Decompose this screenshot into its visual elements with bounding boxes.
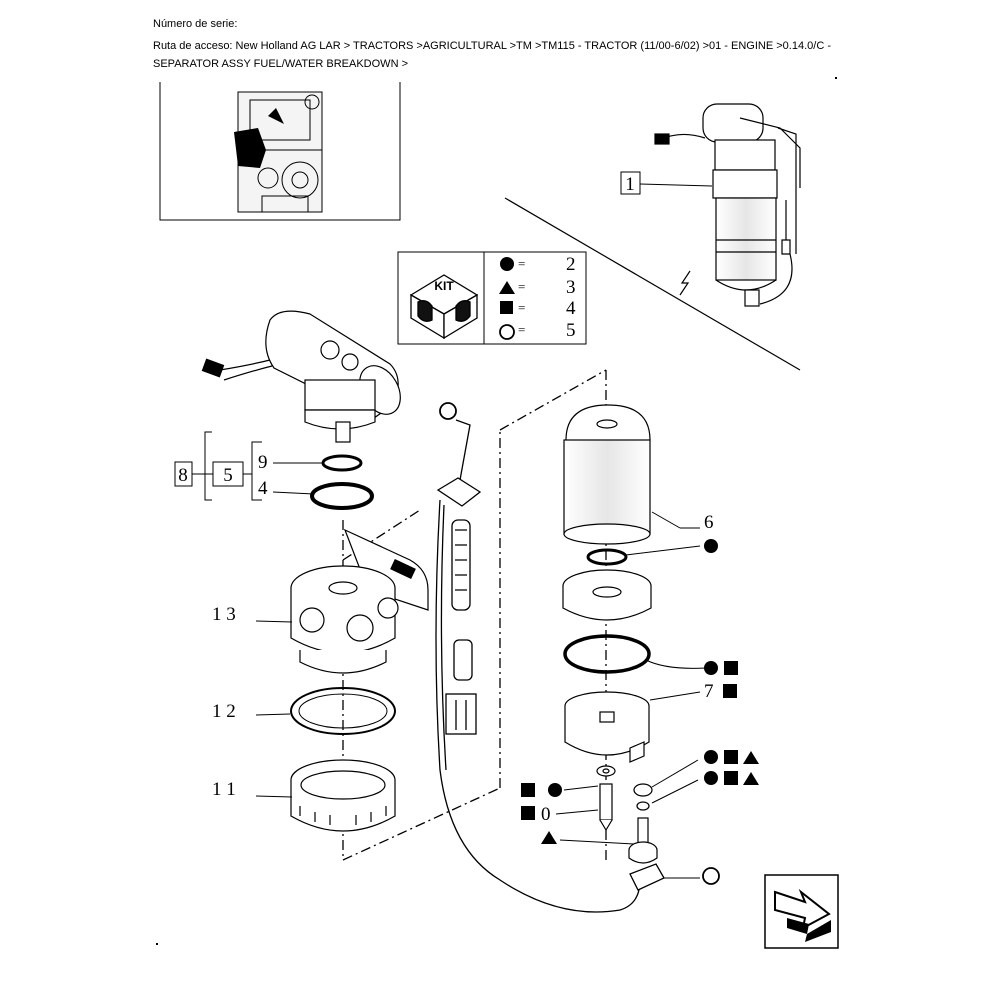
kit-value-4: 5 — [566, 320, 576, 341]
retaining-ring-11 — [290, 759, 396, 832]
filled-circle-icon — [704, 539, 718, 553]
filled-triangle-icon — [743, 772, 759, 785]
bowl-7 — [564, 691, 650, 763]
kit-eq-4: = — [518, 322, 525, 337]
filled-square-icon — [723, 684, 737, 698]
filter-head-13 — [290, 528, 429, 674]
o-ring-9 — [321, 454, 363, 472]
o-ring-element — [586, 548, 628, 566]
callout-12: 1 2 — [212, 701, 236, 722]
filled-circle-icon — [704, 661, 718, 675]
filled-circle-icon — [500, 257, 514, 271]
kit-label: KIT — [434, 279, 454, 293]
kit-eq-2: = — [518, 279, 525, 294]
callout-7: 7 — [704, 681, 714, 702]
serial-number-label: Número de serie: — [153, 18, 238, 30]
kit-value-1: 2 — [566, 254, 576, 275]
filter-element-6 — [563, 404, 651, 545]
filled-square-icon — [500, 301, 513, 314]
open-circle-icon — [702, 867, 720, 885]
wiring-harness — [435, 402, 665, 913]
callout-5: 5 — [223, 465, 233, 486]
callout-11: 1 1 — [212, 779, 236, 800]
next-page-button[interactable] — [764, 874, 839, 949]
callout-box-1 — [620, 171, 641, 195]
filled-square-icon — [724, 661, 738, 675]
kit-eq-1: = — [518, 256, 525, 271]
o-ring-4 — [310, 482, 374, 510]
water-separator-ring — [562, 569, 652, 621]
callout-13: 1 3 — [212, 604, 236, 625]
filled-square-icon — [724, 771, 738, 785]
gasket-12 — [290, 687, 396, 735]
open-circle-icon — [499, 324, 515, 340]
filled-square-icon — [724, 750, 738, 764]
assembly-overview — [504, 103, 801, 371]
kit-box-icon — [409, 274, 479, 340]
fuel-pump-head — [201, 310, 401, 443]
filled-circle-icon — [704, 771, 718, 785]
filled-circle-icon — [548, 783, 562, 797]
highlighted-filter-silhouette — [234, 128, 266, 168]
breadcrumb-path-line1: Ruta de acceso: New Holland AG LAR > TRA… — [153, 40, 831, 52]
filled-circle-icon — [704, 750, 718, 764]
callout-10: 0 — [541, 804, 551, 825]
kit-value-3: 4 — [566, 298, 576, 319]
callout-6: 6 — [704, 512, 714, 533]
filled-square-icon — [521, 783, 535, 797]
engine-thumbnail — [159, 82, 401, 221]
callout-8: 8 — [178, 465, 188, 486]
breadcrumb-path-line2: SEPARATOR ASSY FUEL/WATER BREAKDOWN > — [153, 58, 408, 70]
filled-triangle-icon — [743, 751, 759, 764]
filled-triangle-icon — [499, 281, 515, 294]
open-circle-icon — [439, 402, 457, 420]
drain-parts — [596, 765, 658, 864]
callout-1: 1 — [625, 174, 635, 195]
filled-triangle-icon — [541, 831, 557, 844]
callout-4: 4 — [258, 478, 268, 499]
kit-value-2: 3 — [566, 277, 576, 298]
callout-9: 9 — [258, 452, 268, 473]
o-ring-bowl — [563, 634, 651, 674]
kit-legend: KIT = 2 = 3 = 4 = 5 — [397, 251, 587, 345]
next-page-arrow-icon — [774, 888, 831, 942]
kit-eq-3: = — [518, 300, 525, 315]
filled-square-icon — [521, 806, 535, 820]
